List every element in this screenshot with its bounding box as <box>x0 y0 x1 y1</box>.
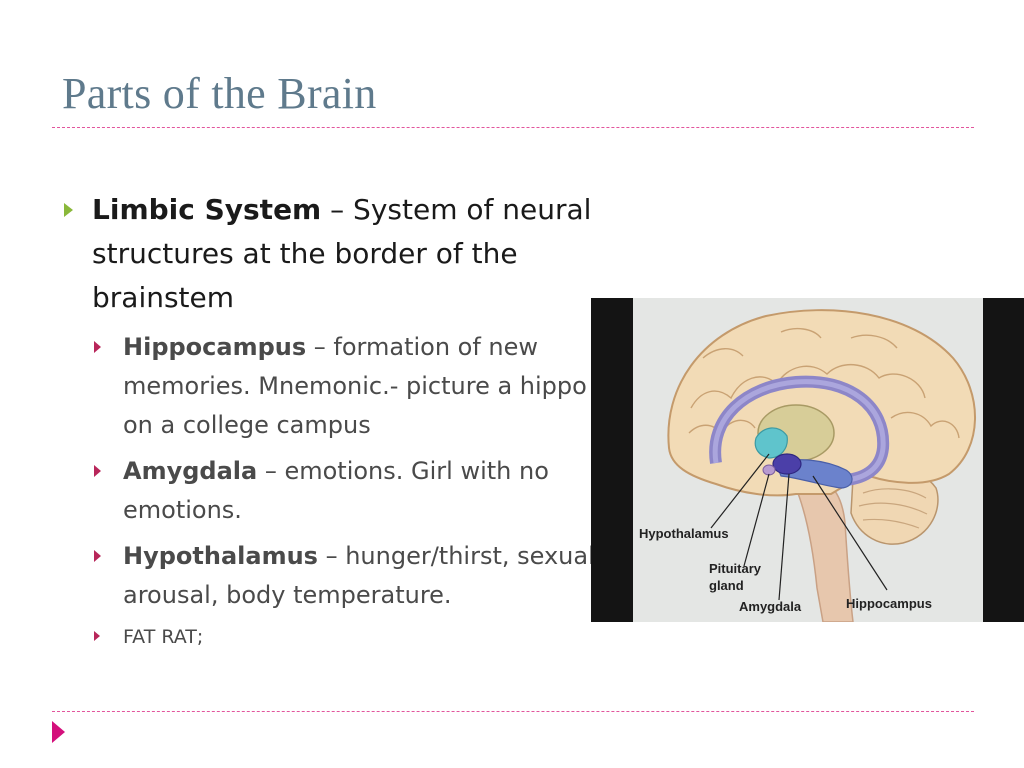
sub-bullet-term: Amygdala <box>123 457 258 485</box>
label-amygdala: Amygdala <box>739 599 802 614</box>
bullet-arrow-icon <box>64 203 73 217</box>
sub-bullet-text: – formation of new memories. Mnemonic.- … <box>123 333 587 439</box>
label-pituitary-line1: Pituitary <box>709 561 762 576</box>
sub-bullet-list: Hippocampus – formation of new memories.… <box>92 328 622 652</box>
slide-corner-arrow-icon <box>52 721 65 743</box>
sub-bullet-text: – emotions. Girl with no emotions. <box>123 457 549 524</box>
label-hypothalamus: Hypothalamus <box>639 526 729 541</box>
bullet-text: – System of neural structures at the bor… <box>92 193 592 314</box>
bullet-list: Limbic System – System of neural structu… <box>62 188 622 659</box>
label-pituitary-line2: gland <box>709 578 744 593</box>
hypothalamus-shape <box>754 427 788 459</box>
sub-bullet-arrow-icon <box>94 631 100 641</box>
sub-bullet-hypothalamus: Hypothalamus – hunger/thirst, sexual aro… <box>92 537 622 615</box>
sub-bullet-hippocampus: Hippocampus – formation of new memories.… <box>92 328 622 445</box>
sub-bullet-fat-rat: FAT RAT; <box>92 622 622 652</box>
title-divider <box>52 127 974 128</box>
bullet-limbic-system: Limbic System – System of neural structu… <box>62 188 622 320</box>
sub-bullet-arrow-icon <box>94 341 101 353</box>
bullet-term: Limbic System <box>92 193 322 226</box>
sub-bullet-term: Hippocampus <box>123 333 307 361</box>
sub-bullet-arrow-icon <box>94 550 101 562</box>
amygdala-shape <box>772 453 802 475</box>
footer-divider <box>52 711 974 712</box>
slide-title: Parts of the Brain <box>62 69 377 118</box>
brainstem-shape <box>794 482 854 622</box>
sub-bullet-text: FAT RAT; <box>123 626 204 648</box>
label-hippocampus: Hippocampus <box>846 596 932 611</box>
pituitary-shape <box>762 464 776 476</box>
sub-bullet-amygdala: Amygdala – emotions. Girl with no emotio… <box>92 452 622 530</box>
sub-bullet-arrow-icon <box>94 465 101 477</box>
brain-diagram-image: Hypothalamus Pituitary gland Amygdala Hi… <box>591 298 1024 622</box>
sub-bullet-text: – hunger/thirst, sexual arousal, body te… <box>123 542 595 609</box>
sub-bullet-term: Hypothalamus <box>123 542 318 570</box>
cerebrum-shape <box>667 309 976 497</box>
